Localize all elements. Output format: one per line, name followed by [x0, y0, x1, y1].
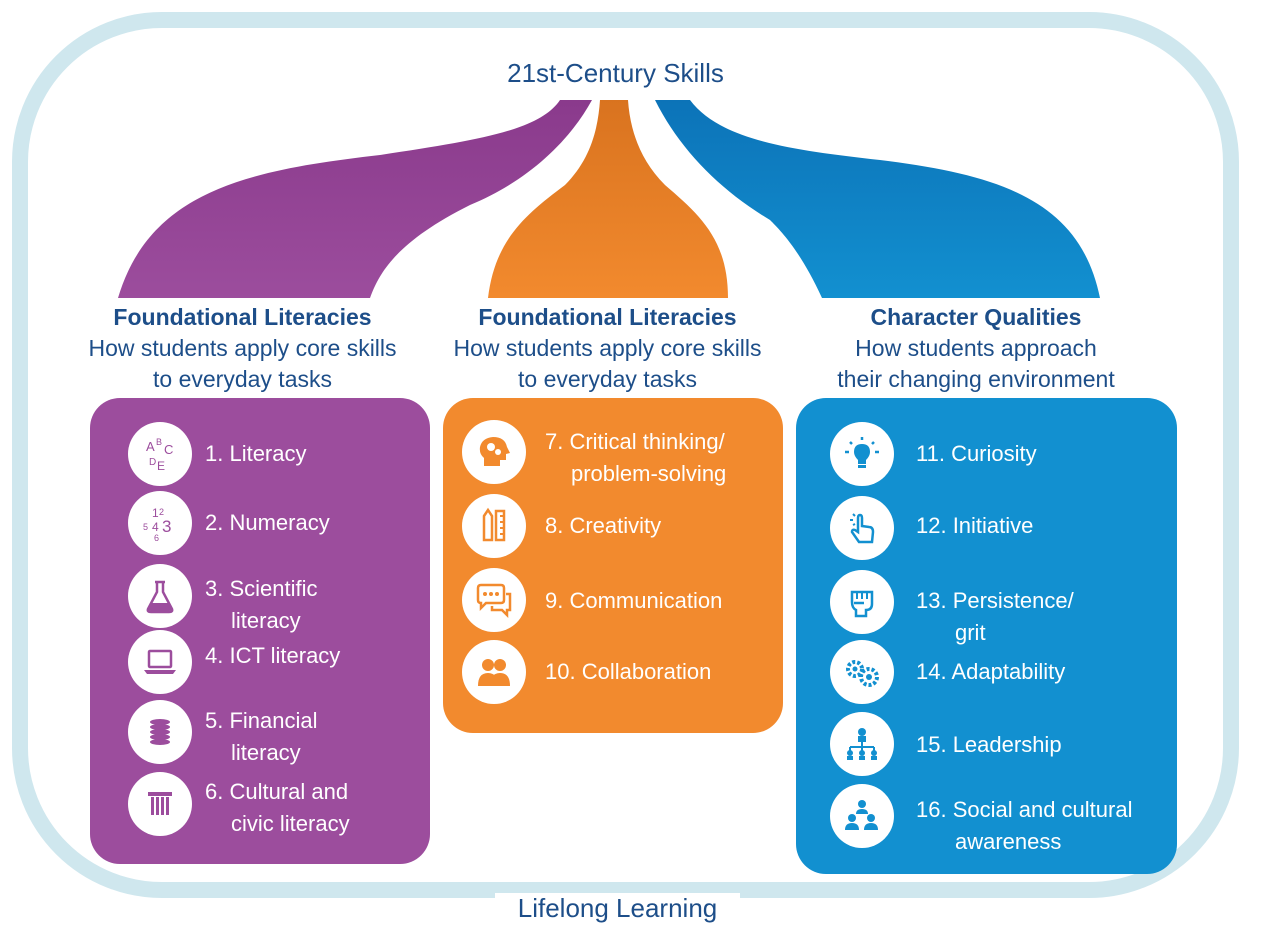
head-gears-icon — [462, 420, 526, 484]
coins-icon — [128, 700, 192, 764]
item-cultural-civic-literacy-line-2: civic literacy — [231, 811, 350, 836]
blue-branch — [655, 100, 1100, 298]
column-3-subtitle-line-2: their changing environment — [837, 366, 1115, 392]
item-communication: 9. Communication — [545, 588, 723, 613]
column-2-subtitle-line-2: to everyday tasks — [518, 366, 697, 392]
org-chart-icon — [830, 712, 894, 776]
people-icon — [462, 640, 526, 704]
column-3-heading: Character Qualities How students approac… — [800, 302, 1152, 395]
item-adaptability: 14. Adaptability — [916, 659, 1066, 684]
orange-branch — [488, 100, 728, 298]
svg-text:B: B — [156, 437, 162, 447]
item-social-cultural-awareness-line-1: 16. Social and cultural — [916, 797, 1133, 822]
item-critical-thinking-line-2: problem-solving — [571, 461, 727, 486]
gears-icon — [830, 640, 894, 704]
item-financial-literacy-line-2: literacy — [231, 740, 301, 765]
column-2-heading: Foundational Literacies How students app… — [425, 302, 790, 395]
column-icon — [128, 772, 192, 836]
svg-text:4: 4 — [152, 520, 159, 534]
item-collaboration: 10. Collaboration — [545, 659, 712, 684]
laptop-icon — [128, 630, 192, 694]
item-persistence-grit-line-2: grit — [955, 620, 986, 645]
item-persistence-grit-line-1: 13. Persistence/ — [916, 588, 1074, 613]
column-3-title: Character Qualities — [870, 304, 1082, 330]
main-title: 21st-Century Skills — [507, 58, 724, 88]
column-1-heading: Foundational Literacies How students app… — [60, 302, 425, 395]
item-social-cultural-awareness-line-2: awareness — [955, 829, 1062, 854]
purple-branch — [118, 100, 592, 298]
svg-text:1: 1 — [152, 506, 159, 520]
item-leadership: 15. Leadership — [916, 732, 1062, 757]
item-initiative: 12. Initiative — [916, 513, 1034, 538]
item-scientific-literacy-line-1: 3. Scientific — [205, 576, 318, 601]
item-cultural-civic-literacy-line-1: 6. Cultural and — [205, 779, 349, 804]
item-ict-literacy: 4. ICT literacy — [205, 643, 341, 668]
fist-icon — [830, 570, 894, 634]
column-2-title: Foundational Literacies — [478, 304, 737, 330]
footer-title: Lifelong Learning — [495, 893, 740, 924]
item-critical-thinking-line-1: 7. Critical thinking/ — [545, 429, 725, 454]
item-numeracy: 2. Numeracy — [205, 510, 330, 535]
column-2-subtitle-line-1: How students apply core skills — [453, 335, 762, 361]
pointing-hand-icon — [830, 496, 894, 560]
item-scientific-literacy-line-2: literacy — [231, 608, 301, 633]
outer-frame — [12, 12, 1239, 898]
item-financial-literacy-line-1: 5. Financial — [205, 708, 318, 733]
speech-bubbles-icon — [462, 568, 526, 632]
column-3-subtitle-line-1: How students approach — [855, 335, 1097, 361]
svg-text:D: D — [149, 457, 156, 468]
svg-text:C: C — [164, 442, 173, 457]
column-1-subtitle-line-1: How students apply core skills — [88, 335, 397, 361]
svg-text:6: 6 — [154, 533, 159, 543]
flask-icon — [128, 564, 192, 628]
svg-text:E: E — [157, 459, 165, 473]
column-1-subtitle-line-2: to everyday tasks — [153, 366, 332, 392]
item-curiosity: 11. Curiosity — [916, 441, 1037, 466]
svg-text:5: 5 — [143, 522, 148, 532]
column-1-title: Foundational Literacies — [113, 304, 372, 330]
svg-text:2: 2 — [159, 507, 164, 517]
svg-text:A: A — [146, 439, 155, 454]
item-creativity: 8. Creativity — [545, 513, 662, 538]
pencil-ruler-icon — [462, 494, 526, 558]
item-literacy: 1. Literacy — [205, 441, 307, 466]
group-icon — [830, 784, 894, 848]
lightbulb-icon — [830, 422, 894, 486]
svg-text:3: 3 — [162, 517, 171, 536]
